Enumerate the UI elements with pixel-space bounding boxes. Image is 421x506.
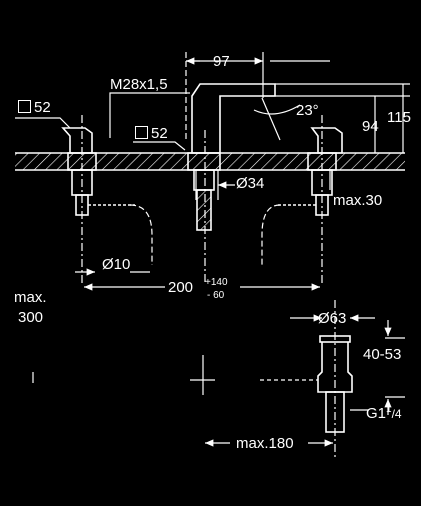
spout: [187, 83, 276, 231]
dim-thread: M28x1,5: [110, 76, 168, 93]
dim-square-left-value: 52: [34, 99, 51, 116]
dim-drain-max: max.180: [236, 435, 294, 452]
dim-square-center: 52: [135, 126, 168, 142]
dim-drain-range: 40-53: [363, 346, 402, 363]
dim-angle: 23°: [296, 102, 319, 119]
dim-drain-dia: Ø63: [318, 310, 347, 327]
dim-square-center-value: 52: [151, 125, 168, 142]
dim-hose: Ø10: [102, 256, 131, 273]
dim-drain-thread-main: G1: [366, 405, 387, 422]
dimension-lines: [15, 52, 410, 460]
right-handle: [278, 127, 343, 216]
left-handle: [61, 127, 135, 216]
drain-assembly: [317, 335, 353, 433]
dim-drain-thread-sub: /4: [391, 407, 402, 421]
dim-200: 200: [168, 279, 194, 296]
dim-97: 97: [213, 53, 230, 70]
dim-max30: max.30: [333, 192, 383, 209]
dim-drain-thread: G11/4: [366, 402, 402, 422]
square-icon: [18, 100, 31, 113]
dim-hole: Ø34: [236, 175, 265, 192]
dim-94: 94: [362, 118, 379, 135]
dim-max-label: max.: [14, 289, 47, 306]
square-icon: [135, 126, 148, 139]
dim-drain-thread-sup: 1: [386, 404, 392, 415]
dim-115: 115: [387, 109, 411, 126]
dim-300: 300: [18, 309, 44, 326]
dim-square-left: 52: [18, 100, 51, 116]
dim-200-minus: - 60: [207, 290, 225, 301]
dim-200-plus: +140: [205, 277, 228, 288]
countertop-slab: [15, 152, 405, 171]
